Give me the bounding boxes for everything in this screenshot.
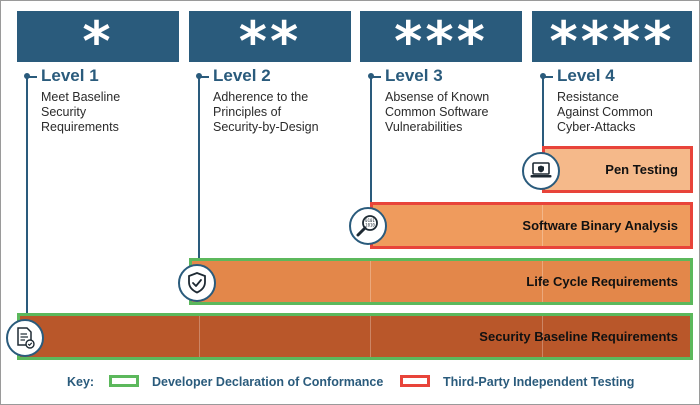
level-2-connector-line xyxy=(198,76,200,266)
software-binary-analysis-label: Software Binary Analysis xyxy=(522,218,678,233)
legend: Key: Developer Declaration of Conformanc… xyxy=(1,374,699,392)
security-baseline-requirements-label: Security Baseline Requirements xyxy=(479,329,678,344)
level-3-connector-dot xyxy=(368,73,374,79)
level-4-connector-line xyxy=(542,76,544,154)
level-2-stars: ** xyxy=(189,11,351,68)
level-3-connector-tick xyxy=(370,76,381,78)
legend-third-party-swatch xyxy=(400,375,430,387)
level-2-connector-dot xyxy=(196,73,202,79)
level-4-stars: **** xyxy=(532,11,692,68)
level-3-connector-line xyxy=(370,76,372,210)
level-3-stars: *** xyxy=(360,11,522,68)
legend-developer-swatch xyxy=(109,375,139,387)
level-4-description: Resistance Against Common Cyber-Attacks xyxy=(557,90,653,134)
svg-text:1010: 1010 xyxy=(365,223,375,228)
level-1-title: Level 1 xyxy=(41,66,99,85)
legend-developer-label: Developer Declaration of Conformance xyxy=(152,375,384,389)
level-4-connector-dot xyxy=(540,73,546,79)
legend-third-party-label: Third-Party Independent Testing xyxy=(443,375,635,389)
shield-check-icon xyxy=(178,264,216,302)
level-1-stars: * xyxy=(17,11,179,68)
magnifier-binary-icon: 0101 1010 xyxy=(349,207,387,245)
level-1-connector-line xyxy=(26,76,28,322)
level-2-title: Level 2 xyxy=(213,66,271,85)
bar-divider xyxy=(370,261,371,302)
level-3-title: Level 3 xyxy=(385,66,443,85)
life-cycle-requirements-bar: Life Cycle Requirements xyxy=(189,258,693,305)
bar-divider xyxy=(542,205,543,246)
laptop-lock-icon xyxy=(522,152,560,190)
pen-testing-label: Pen Testing xyxy=(605,162,678,177)
level-4-title: Level 4 xyxy=(557,66,615,85)
level-3-description: Absense of Known Common Software Vulnera… xyxy=(385,90,490,134)
level-1-description: Meet Baseline Security Requirements xyxy=(41,90,121,134)
bar-divider xyxy=(542,316,543,357)
security-baseline-requirements-bar: Security Baseline Requirements xyxy=(17,313,693,360)
bar-divider xyxy=(542,261,543,302)
level-2-connector-tick xyxy=(198,76,209,78)
level-2-description: Adherence to the Principles of Security-… xyxy=(213,90,319,134)
level-4-connector-tick xyxy=(542,76,553,78)
pen-testing-bar: Pen Testing xyxy=(542,146,693,193)
level-1-connector-dot xyxy=(24,73,30,79)
level-1-connector-tick xyxy=(26,76,37,78)
legend-key-label: Key: xyxy=(67,375,95,389)
bar-divider xyxy=(370,316,371,357)
document-check-icon xyxy=(6,319,44,357)
svg-text:0101: 0101 xyxy=(365,218,375,223)
life-cycle-requirements-label: Life Cycle Requirements xyxy=(526,274,678,289)
software-binary-analysis-bar: Software Binary Analysis xyxy=(370,202,693,249)
bar-divider xyxy=(199,316,200,357)
